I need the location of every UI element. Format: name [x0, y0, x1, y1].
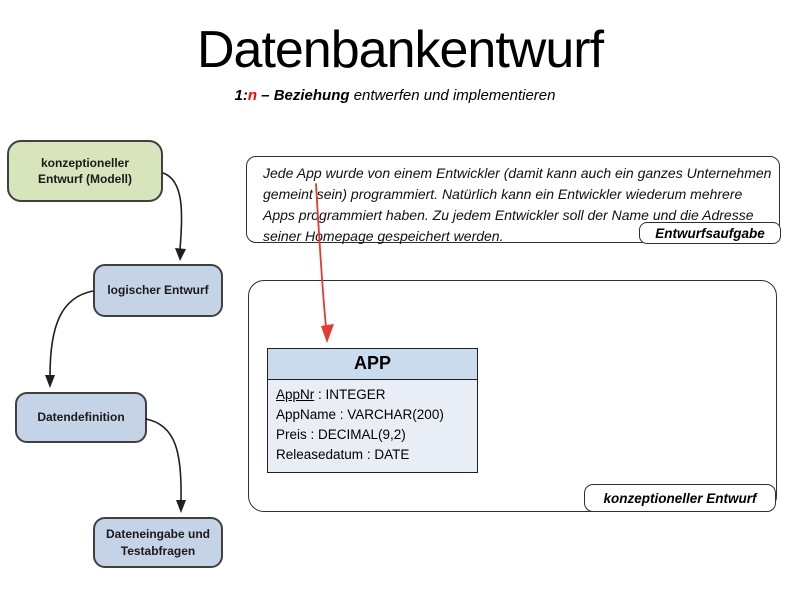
task-text-line: Apps programmiert haben. Zu jedem Entwic…: [263, 207, 754, 223]
arrow-konzeptionell-to-logisch: [162, 172, 183, 250]
entity-app: APP AppNr : INTEGER AppName : VARCHAR(20…: [267, 348, 478, 473]
entity-attribute-appname: AppName : VARCHAR(200): [276, 407, 444, 422]
entity-attribute-releasedatum: Releasedatum : DATE: [276, 447, 410, 462]
flow-box-dateneingabe-testabfragen: Dateneingabe und Testabfragen: [93, 517, 223, 568]
subtitle-middle: – Beziehung: [257, 87, 354, 104]
page-title: Datenbankentwurf: [196, 21, 604, 79]
flow-box-label: Dateneingabe und Testabfragen: [105, 527, 210, 558]
task-description-box: Jede App wurde von einem Entwickler (dam…: [246, 156, 780, 244]
entity-app-title: APP: [268, 349, 477, 380]
entwurfsaufgabe-tag: Entwurfsaufgabe: [639, 222, 781, 244]
subtitle-highlight-n: n: [247, 87, 258, 104]
entity-attribute-appnr: AppNr : INTEGER: [276, 387, 386, 402]
subtitle-suffix: entwerfen und implementieren: [353, 87, 556, 104]
task-text-line: Jede App wurde von einem Entwickler (dam…: [263, 165, 772, 181]
flow-box-label: Datendefinition: [37, 410, 125, 425]
entity-attribute-preis: Preis : DECIMAL(9,2): [276, 427, 406, 442]
arrow-datendefinition-to-dateneingabe: [145, 418, 182, 502]
subtitle-prefix: 1:: [234, 87, 248, 104]
entity-app-attributes: AppNr : INTEGER AppName : VARCHAR(200) P…: [268, 380, 477, 472]
flow-box-logischer-entwurf: logischer Entwurf: [93, 264, 223, 317]
slide-subtitle: 1:n – Beziehung entwerfen und implementi…: [0, 87, 790, 104]
konzeptioneller-entwurf-tag: konzeptioneller Entwurf: [584, 484, 776, 512]
task-text-line: gemeint sein) programmiert. Natürlich ka…: [263, 186, 743, 202]
flow-box-datendefinition: Datendefinition: [15, 392, 147, 443]
konzeptioneller-entwurf-tag-label: konzeptioneller Entwurf: [603, 490, 757, 506]
arrow-logisch-to-datendefinition: [49, 290, 94, 377]
flow-box-label: konzeptioneller Entwurf (Modell): [38, 155, 132, 186]
entwurfsaufgabe-tag-label: Entwurfsaufgabe: [655, 225, 765, 241]
arrowhead-konzeptionell-to-logisch-icon: [175, 248, 186, 261]
flow-box-label: logischer Entwurf: [107, 283, 209, 298]
arrowhead-datendefinition-to-dateneingabe-icon: [176, 500, 186, 513]
flow-box-konzeptioneller-entwurf: konzeptioneller Entwurf (Modell): [7, 140, 163, 202]
arrowhead-logisch-to-datendefinition-icon: [45, 375, 55, 388]
